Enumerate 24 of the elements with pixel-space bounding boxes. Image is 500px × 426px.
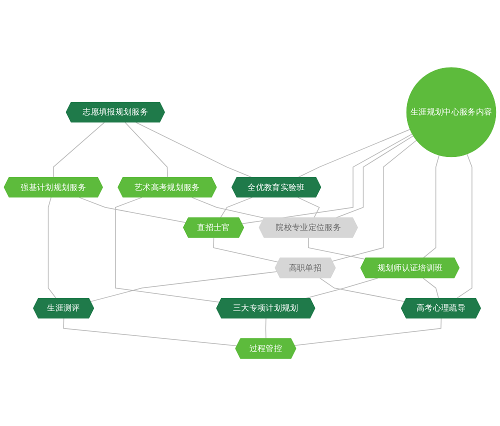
connector <box>422 154 440 259</box>
connector <box>319 278 406 302</box>
connector <box>265 318 266 340</box>
connector <box>90 271 278 302</box>
connector <box>297 197 320 218</box>
connector <box>220 197 253 218</box>
connector <box>124 122 168 178</box>
connector <box>136 122 253 178</box>
connector <box>294 318 442 346</box>
node-circle: 生涯规划中心服务内容 <box>406 67 496 158</box>
connector <box>52 122 105 178</box>
connector <box>242 134 413 224</box>
connector <box>63 318 238 346</box>
connector <box>297 128 410 178</box>
connector <box>78 197 187 224</box>
connector <box>213 237 279 263</box>
connector <box>332 140 417 262</box>
connector <box>456 154 472 299</box>
connector <box>422 278 440 299</box>
connector <box>308 237 366 260</box>
connector <box>192 197 265 218</box>
connector <box>335 135 414 218</box>
connector <box>48 197 57 299</box>
connector <box>115 197 220 303</box>
